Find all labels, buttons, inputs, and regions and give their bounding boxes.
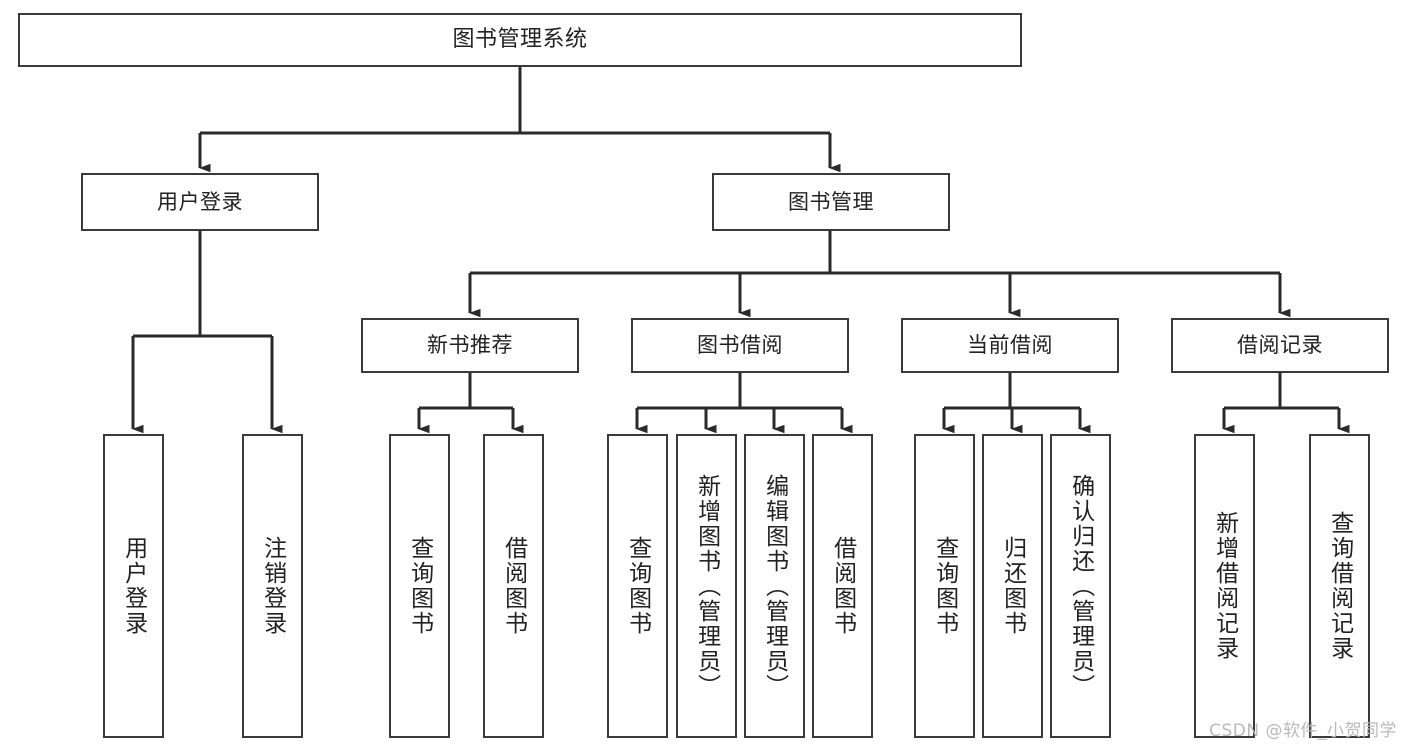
leaf-query-book-current-label: 查询图书 <box>931 536 958 636</box>
leaf-query-book-rec-label: 查询图书 <box>406 536 433 636</box>
leaf-query-record[interactable]: 查询借阅记录 <box>1309 434 1370 738</box>
leaf-borrow-book-label: 借阅图书 <box>829 536 856 636</box>
node-book-borrow-label: 图书借阅 <box>697 333 783 358</box>
node-borrow-record[interactable]: 借阅记录 <box>1171 318 1389 373</box>
node-new-book-recommend-label: 新书推荐 <box>427 333 513 358</box>
leaf-borrow-book-rec-label: 借阅图书 <box>500 536 527 636</box>
leaf-user-login[interactable]: 用户登录 <box>103 434 164 738</box>
leaf-query-book-rec[interactable]: 查询图书 <box>389 434 450 738</box>
leaf-confirm-return[interactable]: 确认归还（管理员） <box>1050 434 1111 738</box>
node-book-manage-label: 图书管理 <box>788 189 874 214</box>
leaf-add-record[interactable]: 新增借阅记录 <box>1194 434 1255 738</box>
node-current-borrow-label: 当前借阅 <box>967 333 1053 358</box>
node-new-book-recommend[interactable]: 新书推荐 <box>361 318 579 373</box>
node-book-manage[interactable]: 图书管理 <box>712 173 950 231</box>
node-user-login-label: 用户登录 <box>157 189 243 214</box>
leaf-return-book[interactable]: 归还图书 <box>982 434 1043 738</box>
leaf-borrow-book-rec[interactable]: 借阅图书 <box>483 434 544 738</box>
leaf-user-login-label: 用户登录 <box>120 536 147 636</box>
leaf-return-book-label: 归还图书 <box>999 536 1026 636</box>
leaf-query-book-borrow-label: 查询图书 <box>624 536 651 636</box>
node-book-borrow[interactable]: 图书借阅 <box>631 318 849 373</box>
leaf-edit-book[interactable]: 编辑图书（管理员） <box>744 434 805 738</box>
leaf-confirm-return-label: 确认归还（管理员） <box>1067 473 1094 699</box>
node-borrow-record-label: 借阅记录 <box>1237 333 1323 358</box>
leaf-query-record-label: 查询借阅记录 <box>1326 511 1353 661</box>
leaf-user-logout[interactable]: 注销登录 <box>242 434 303 738</box>
leaf-query-book-current[interactable]: 查询图书 <box>914 434 975 738</box>
leaf-add-book[interactable]: 新增图书（管理员） <box>676 434 737 738</box>
node-root[interactable]: 图书管理系统 <box>18 13 1022 67</box>
leaf-borrow-book[interactable]: 借阅图书 <box>812 434 873 738</box>
leaf-query-book-borrow[interactable]: 查询图书 <box>607 434 668 738</box>
leaf-edit-book-label: 编辑图书（管理员） <box>761 473 788 699</box>
leaf-add-record-label: 新增借阅记录 <box>1211 511 1238 661</box>
leaf-add-book-label: 新增图书（管理员） <box>693 473 720 699</box>
node-user-login[interactable]: 用户登录 <box>81 173 319 231</box>
node-current-borrow[interactable]: 当前借阅 <box>901 318 1119 373</box>
leaf-user-logout-label: 注销登录 <box>259 536 286 636</box>
node-root-label: 图书管理系统 <box>452 27 588 53</box>
